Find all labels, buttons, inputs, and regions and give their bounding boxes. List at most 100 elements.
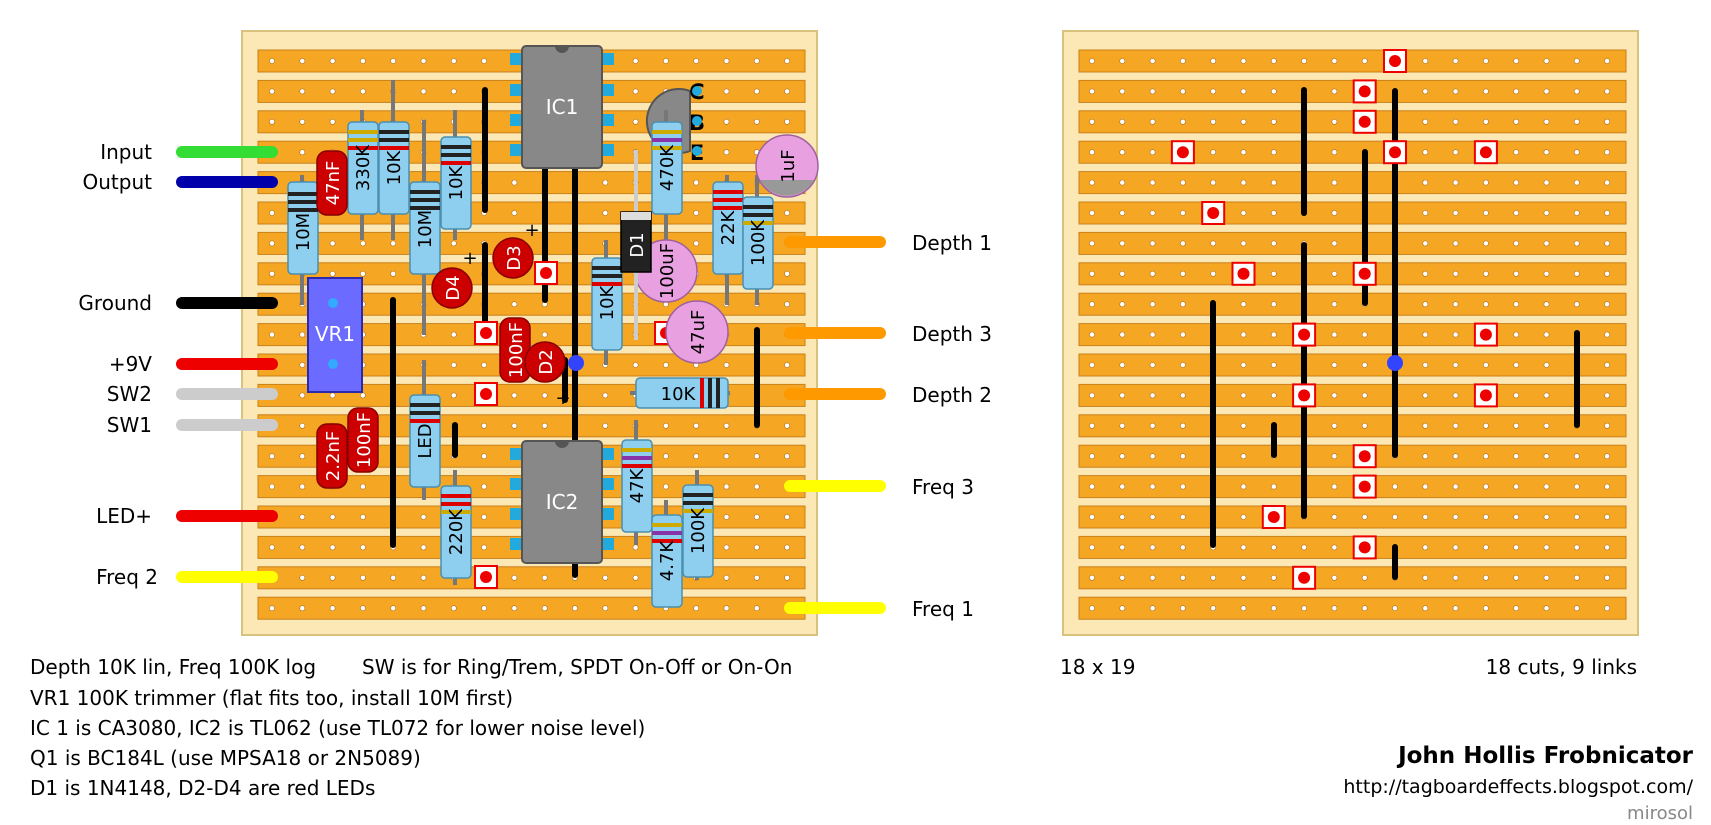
ic-ic2: IC2 bbox=[510, 440, 614, 564]
strip-hole bbox=[1422, 149, 1429, 156]
strip-hole bbox=[1422, 453, 1429, 460]
strip-hole bbox=[693, 58, 700, 64]
strip-hole bbox=[784, 362, 790, 368]
strip-hole bbox=[1119, 301, 1126, 308]
strip-hole bbox=[1573, 453, 1580, 460]
project-title: John Hollis Frobnicator bbox=[1398, 743, 1693, 769]
strip-cut-mark bbox=[1176, 146, 1189, 159]
strip-hole bbox=[1089, 453, 1095, 460]
strip-hole bbox=[1089, 331, 1095, 338]
strip-hole bbox=[1452, 118, 1459, 125]
strip-hole bbox=[1270, 240, 1277, 247]
strip-hole bbox=[1240, 453, 1247, 460]
strip-hole bbox=[1119, 88, 1126, 95]
strip-hole bbox=[632, 574, 639, 581]
strip-hole bbox=[269, 210, 275, 216]
strip-hole bbox=[511, 301, 518, 308]
capacitor-47nf: 47nF bbox=[316, 150, 348, 216]
strip-hole bbox=[269, 331, 275, 338]
strip-cut-mark bbox=[1389, 55, 1401, 67]
strip-hole bbox=[329, 574, 336, 581]
strip-hole bbox=[1422, 514, 1429, 520]
strip-hole bbox=[1331, 149, 1338, 156]
strip-hole bbox=[1331, 483, 1338, 490]
strip-hole bbox=[1361, 605, 1368, 612]
strip-hole bbox=[1119, 149, 1126, 156]
strip-hole bbox=[1149, 210, 1156, 216]
strip-hole bbox=[1452, 453, 1459, 460]
strip-hole bbox=[1573, 574, 1580, 581]
cuts-links-count: 18 cuts, 9 links bbox=[1485, 655, 1637, 679]
strip-hole bbox=[1452, 605, 1459, 612]
strip-hole bbox=[420, 88, 427, 95]
strip-cut-mark bbox=[1207, 207, 1220, 219]
strip-hole bbox=[450, 605, 457, 612]
strip-hole bbox=[1180, 453, 1186, 460]
strip-hole bbox=[1240, 179, 1247, 186]
strip-hole bbox=[602, 392, 609, 399]
strip-hole bbox=[329, 392, 336, 399]
led-label: D4 bbox=[443, 275, 464, 300]
capacitor-2n2: 2.2nF bbox=[316, 423, 348, 489]
strip-hole bbox=[1119, 118, 1126, 125]
strip-hole bbox=[1089, 240, 1095, 247]
strip-hole bbox=[269, 118, 275, 125]
strip-hole bbox=[1270, 270, 1277, 277]
strip-hole bbox=[753, 58, 760, 64]
strip-hole bbox=[1513, 574, 1520, 581]
strip-hole bbox=[450, 58, 457, 64]
strip-hole bbox=[1452, 88, 1459, 95]
capacitor-100nf-a: 100nF bbox=[499, 317, 531, 383]
strip-hole bbox=[1240, 331, 1247, 338]
strip-hole bbox=[299, 362, 306, 368]
strip-hole bbox=[299, 118, 306, 125]
diodes: D1 D3 + D4 + D2 + bbox=[431, 150, 652, 409]
strip-hole bbox=[1119, 270, 1126, 277]
strip-hole bbox=[1543, 179, 1550, 186]
strip-hole bbox=[1331, 58, 1338, 64]
strip-hole bbox=[1543, 605, 1550, 612]
led-d4: D4 + bbox=[431, 248, 478, 309]
strip-hole bbox=[1422, 88, 1429, 95]
strip-hole bbox=[1270, 88, 1277, 95]
strip-hole bbox=[481, 544, 487, 551]
strip-hole bbox=[1483, 88, 1489, 95]
vr1-label: VR1 bbox=[315, 322, 355, 346]
note-depth-freq: Depth 10K lin, Freq 100K log bbox=[30, 655, 317, 679]
label-ground: Ground bbox=[78, 291, 152, 315]
label-output: Output bbox=[83, 170, 153, 194]
strip-hole bbox=[481, 514, 487, 520]
strip-hole bbox=[1452, 240, 1459, 247]
strip-hole bbox=[1180, 483, 1186, 490]
strip-hole bbox=[632, 118, 639, 125]
strip-hole bbox=[1331, 422, 1338, 429]
strip-hole bbox=[1149, 483, 1156, 490]
wire-labels: Input Output Ground +9V SW2 SW1 LED+ Fre… bbox=[78, 140, 992, 621]
strip-hole bbox=[511, 392, 518, 399]
resistor-label: 100K bbox=[688, 507, 709, 554]
strip-hole bbox=[1180, 270, 1186, 277]
strip-hole bbox=[1573, 270, 1580, 277]
strip-hole bbox=[1240, 514, 1247, 520]
strip-hole bbox=[1422, 483, 1429, 490]
capacitor-label: 100nF bbox=[354, 412, 375, 468]
strip-hole bbox=[1240, 240, 1247, 247]
strip-hole bbox=[1270, 483, 1277, 490]
capacitor-label: 2.2nF bbox=[323, 431, 344, 481]
strip-hole bbox=[1543, 392, 1550, 399]
strip-hole bbox=[1089, 544, 1095, 551]
resistor-100k-b: 100K bbox=[682, 470, 714, 580]
strip-hole bbox=[299, 574, 306, 581]
resistor-10k-a: 10K bbox=[378, 80, 410, 240]
strip-hole bbox=[602, 179, 609, 186]
resistor-330k: 330K bbox=[347, 110, 379, 240]
strip-hole bbox=[723, 605, 730, 612]
note-vr1: VR1 100K trimmer (flat fits too, install… bbox=[30, 686, 514, 710]
strip-hole bbox=[753, 514, 760, 520]
strip-hole bbox=[1180, 514, 1186, 520]
strip-hole bbox=[1543, 210, 1550, 216]
copper-strip bbox=[1078, 49, 1627, 73]
strip-hole bbox=[1331, 574, 1338, 581]
label-sw1: SW1 bbox=[107, 413, 152, 437]
strip-hole bbox=[1513, 453, 1520, 460]
